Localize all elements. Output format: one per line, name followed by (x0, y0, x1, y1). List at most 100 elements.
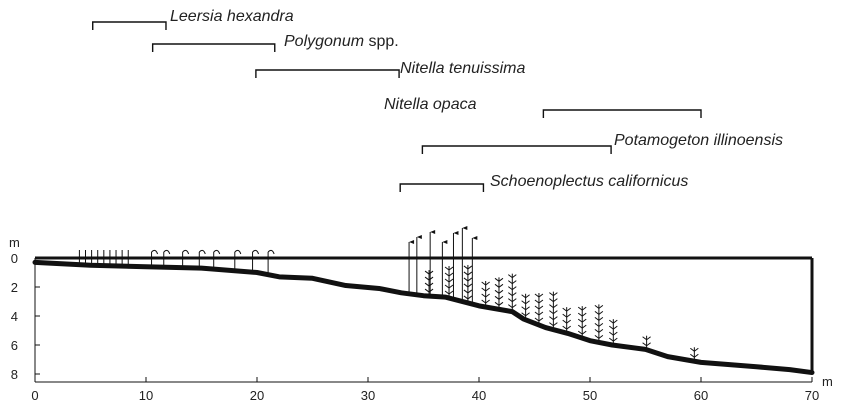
plant-leaf (463, 265, 473, 270)
y-tick-label: 0 (11, 251, 18, 266)
plant-leaf (609, 319, 618, 324)
species-range-bar (92, 21, 167, 30)
plant-leaf (463, 271, 473, 276)
plant-leaf (562, 325, 571, 330)
plant-flag (462, 226, 468, 230)
plant-leaf (463, 295, 473, 300)
plant-leaf (549, 304, 558, 309)
plant-leaf (577, 318, 587, 323)
plant-leaf (424, 282, 434, 287)
species-label: Leersia hexandra (170, 8, 294, 25)
plant-flag (409, 240, 415, 244)
plant-leaf (508, 298, 517, 303)
plant-leaf (508, 304, 517, 309)
x-tick-label: 60 (694, 388, 708, 403)
x-tick-label: 20 (250, 388, 264, 403)
plant-leaf (609, 331, 618, 336)
species-name: Nitella tenuissima (400, 60, 525, 77)
plant-leaf (562, 319, 571, 324)
species-label: Nitella tenuissima (400, 60, 525, 77)
plant-leaf (690, 353, 699, 358)
plant-leaf (508, 280, 517, 285)
bottom-profile (32, 259, 815, 376)
plant-flag (472, 236, 478, 240)
plant-leaf (151, 249, 159, 255)
bottom-profile-line (32, 259, 815, 376)
x-axis-unit: m (822, 374, 833, 389)
plant-leaf (481, 287, 490, 292)
plant-leaf (508, 292, 517, 297)
plant-leaf (594, 316, 604, 321)
plant-leaf (521, 312, 530, 317)
species-name-suffix: spp. (364, 33, 399, 50)
plant-leaf (577, 324, 587, 329)
plant-leaf (594, 310, 604, 315)
plant-leaf (508, 286, 517, 291)
plant-leaf (521, 300, 530, 305)
x-tick-label: 10 (139, 388, 153, 403)
y-axis-unit: m (9, 235, 20, 250)
species-name: Polygonum (284, 33, 364, 50)
plant-leaf (594, 304, 604, 309)
x-tick-label: 50 (583, 388, 597, 403)
y-tick-label: 8 (11, 367, 18, 382)
x-tick-label: 70 (805, 388, 819, 403)
x-tick-label: 0 (31, 388, 38, 403)
plant-leaf (234, 249, 242, 255)
plant-leaf (521, 306, 530, 311)
y-tick-label: 2 (11, 280, 18, 295)
plant-leaf (534, 299, 544, 304)
plant-leaf (577, 306, 587, 311)
plant-leaf (444, 290, 454, 295)
x-tick-label: 30 (361, 388, 375, 403)
plant-leaf (577, 330, 587, 335)
plant-leaf (690, 347, 699, 352)
plant-leaf (444, 278, 454, 283)
plant-leaf (444, 284, 454, 289)
plant-leaf (534, 317, 544, 322)
plant-leaf (549, 292, 558, 297)
plant-leaf (534, 293, 544, 298)
plant-leaf (481, 299, 490, 304)
plant-leaf (594, 334, 604, 339)
plant-leaf (424, 270, 434, 275)
plant-leaf (444, 266, 454, 271)
plant-leaf (494, 301, 504, 306)
plant-leaf (481, 293, 490, 298)
plant-leaf (494, 277, 504, 282)
plant-leaf (549, 298, 558, 303)
plant-leaf (642, 342, 651, 347)
plant-leaf (494, 295, 504, 300)
plant-flag (453, 231, 459, 235)
plant-leaf (494, 283, 504, 288)
plant-leaf (182, 249, 190, 255)
y-tick-label: 6 (11, 338, 18, 353)
species-label: Nitella opaca (384, 96, 477, 113)
plant-leaf (508, 274, 517, 279)
plant-leaf (562, 313, 571, 318)
x-tick-label: 40 (472, 388, 486, 403)
plant-leaf (562, 307, 571, 312)
plant-leaf (213, 249, 221, 255)
water-frame (35, 256, 814, 374)
species-range-bar (542, 109, 702, 118)
species-name: Schoenoplectus californicus (490, 173, 688, 190)
plant-leaf (549, 310, 558, 315)
species-range-bar (421, 145, 612, 154)
plant-leaf (463, 289, 473, 294)
aquatic-plants (78, 226, 699, 362)
plant-leaf (267, 249, 275, 255)
plant-flag (442, 240, 448, 244)
species-range-bar (151, 43, 276, 52)
plant-leaf (252, 249, 260, 255)
plant-leaf (481, 281, 490, 286)
plant-leaf (198, 249, 206, 255)
plant-leaf (494, 289, 504, 294)
species-label: Potamogeton illinoensis (614, 132, 783, 149)
species-label: Polygonum spp. (284, 33, 399, 50)
plant-leaf (609, 337, 618, 342)
species-name: Nitella opaca (384, 96, 477, 113)
